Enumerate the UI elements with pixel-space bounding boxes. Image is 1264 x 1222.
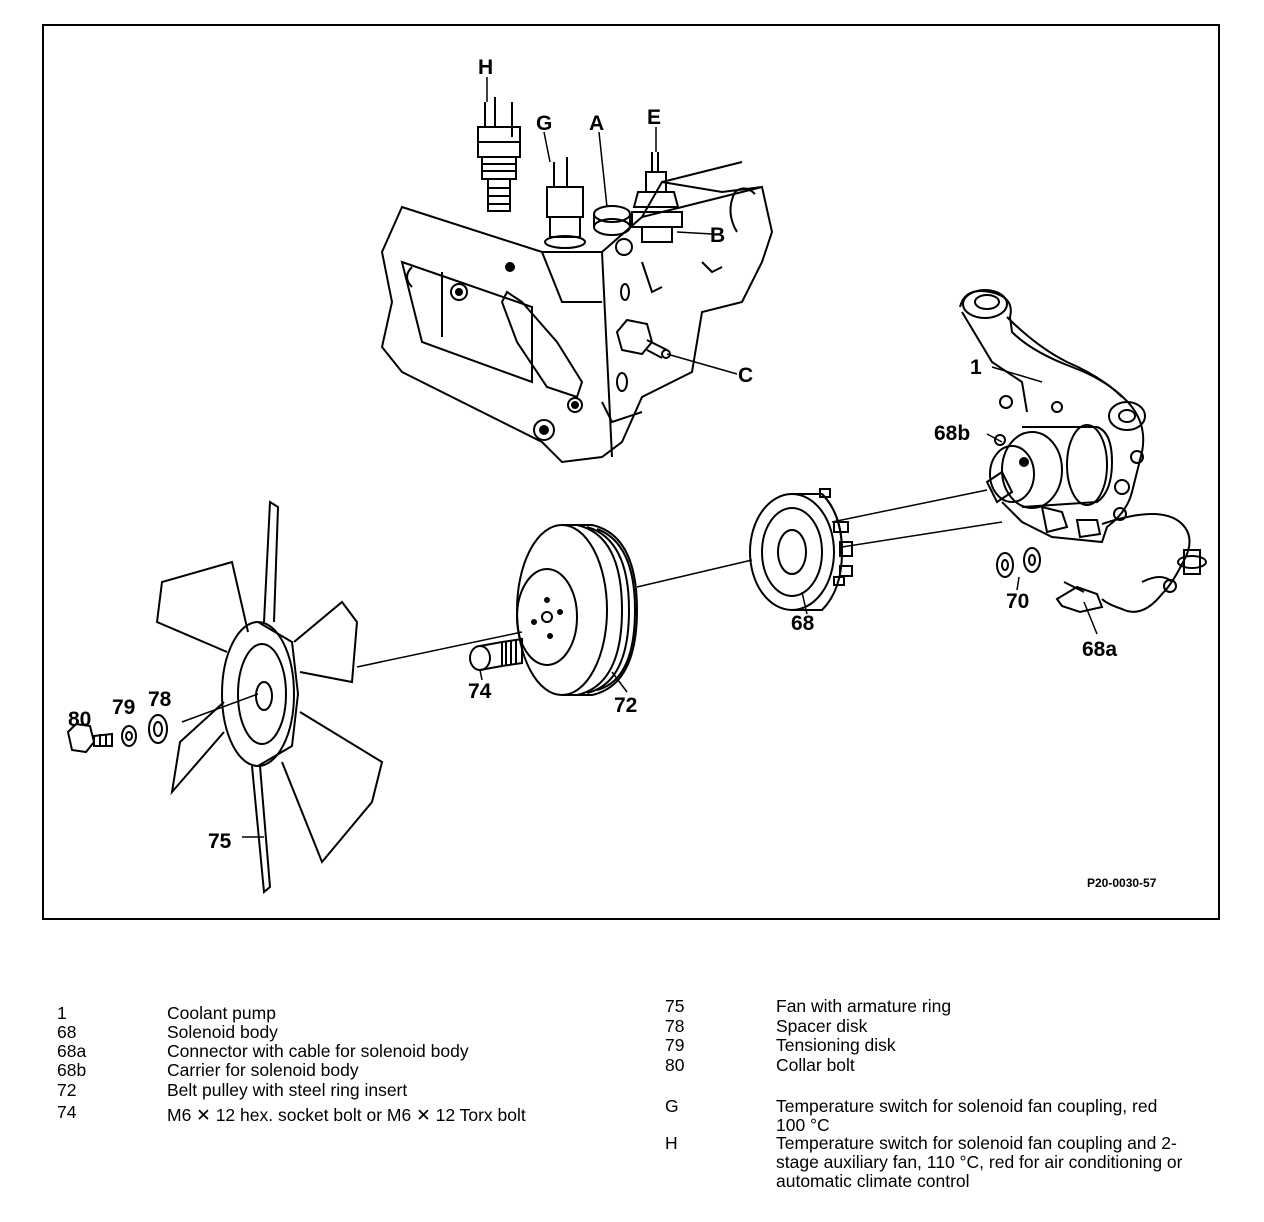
- legend-number: 68b: [57, 1060, 87, 1080]
- callout-68a: 68a: [1082, 638, 1117, 661]
- exploded-diagram: H G A E B C 1 68b 70 68 68a 72 74 75 78 …: [66, 56, 1207, 894]
- temperature-switch-h: [477, 97, 521, 212]
- callout-b: B: [710, 224, 725, 247]
- legend-item: 68a Connector with cable for solenoid bo…: [57, 1042, 657, 1062]
- callout-68: 68: [791, 612, 815, 635]
- legend-item: 78 Spacer disk: [665, 1017, 1225, 1037]
- callout-68b: 68b: [934, 422, 970, 445]
- legend-item: 68b Carrier for solenoid body: [57, 1061, 657, 1081]
- solenoid-body-68: [749, 488, 853, 611]
- legend-item: 79 Tensioning disk: [665, 1036, 1225, 1056]
- legend-number: 78: [665, 1016, 685, 1036]
- fan-75: [155, 500, 384, 894]
- legend-item: G Temperature switch for solenoid fan co…: [665, 1097, 1225, 1137]
- legend-description: M6 ✕ 12 hex. socket bolt or M6 ✕ 12 Torx…: [167, 1105, 526, 1125]
- legend-description: Temperature switch for solenoid fan coup…: [776, 1096, 1158, 1135]
- callout-78: 78: [148, 688, 172, 711]
- legend-description: Solenoid body: [167, 1022, 278, 1042]
- legend-description: Spacer disk: [776, 1016, 868, 1036]
- callouts: H G A E B C 1 68b 70 68 68a 72 74 75 78 …: [68, 56, 1157, 890]
- callout-c: C: [738, 364, 753, 387]
- callout-e: E: [647, 106, 661, 129]
- belt-pulley-72: [516, 524, 639, 696]
- leader-lines: [242, 77, 1098, 838]
- callout-a: A: [589, 112, 604, 135]
- coolant-pump: [959, 289, 1146, 544]
- legend-description: Collar bolt: [776, 1055, 855, 1075]
- exploded-diagram-frame: H G A E B C 1 68b 70 68 68a 72 74 75 78 …: [42, 24, 1220, 920]
- legend-item: 1 Coolant pump: [57, 1004, 657, 1024]
- sensor-e: [631, 152, 683, 243]
- temperature-switch-g: [544, 157, 586, 249]
- legend-number: 74: [57, 1102, 77, 1122]
- callout-72: 72: [614, 694, 637, 717]
- sensor-c: [615, 318, 671, 359]
- legend-number: 72: [57, 1080, 77, 1100]
- bolt-74: [469, 637, 523, 671]
- legend-number: 1: [57, 1003, 67, 1023]
- legend-description: Carrier for solenoid body: [167, 1060, 359, 1080]
- legend-item: 72 Belt pulley with steel ring insert: [57, 1081, 657, 1101]
- callout-h: H: [478, 56, 493, 79]
- legend-number: 68: [57, 1022, 77, 1042]
- legend-number: 80: [665, 1055, 685, 1075]
- legend-description: Connector with cable for solenoid body: [167, 1041, 469, 1061]
- washers-70: [996, 547, 1041, 578]
- callout-1: 1: [970, 356, 982, 379]
- callout-80: 80: [68, 708, 91, 731]
- callout-g: G: [536, 112, 552, 135]
- legend-description: Coolant pump: [167, 1003, 276, 1023]
- callout-75: 75: [208, 830, 232, 853]
- assembly-centerlines: [181, 489, 1003, 723]
- spacer-disk-78: [148, 714, 168, 744]
- legend-number: 79: [665, 1035, 685, 1055]
- legend-number: G: [665, 1096, 679, 1116]
- legend-item: 74 M6 ✕ 12 hex. socket bolt or M6 ✕ 12 T…: [57, 1103, 657, 1125]
- callout-79: 79: [112, 696, 135, 719]
- legend-item: 75 Fan with armature ring: [665, 997, 1225, 1017]
- legend-item: H Temperature switch for solenoid fan co…: [665, 1134, 1225, 1194]
- legend-description: Temperature switch for solenoid fan coup…: [776, 1133, 1183, 1191]
- callout-70: 70: [1006, 590, 1029, 613]
- legend-description: Tensioning disk: [776, 1035, 896, 1055]
- legend-description: Fan with armature ring: [776, 996, 952, 1016]
- callout-74: 74: [468, 680, 492, 703]
- connector-cable-68a: [1055, 513, 1207, 614]
- engine-block: [380, 161, 774, 464]
- legend-number: 75: [665, 996, 685, 1016]
- sealing-plug-a: [593, 205, 631, 236]
- legend-item: 68 Solenoid body: [57, 1023, 657, 1043]
- legend-number: H: [665, 1133, 678, 1153]
- legend-item: 80 Collar bolt: [665, 1056, 1225, 1076]
- drawing-code: P20-0030-57: [1087, 876, 1157, 890]
- legend-description: Belt pulley with steel ring insert: [167, 1080, 408, 1100]
- collar-bolt-80: [66, 722, 113, 754]
- tensioning-disk-79: [121, 725, 137, 747]
- legend-number: 68a: [57, 1041, 87, 1061]
